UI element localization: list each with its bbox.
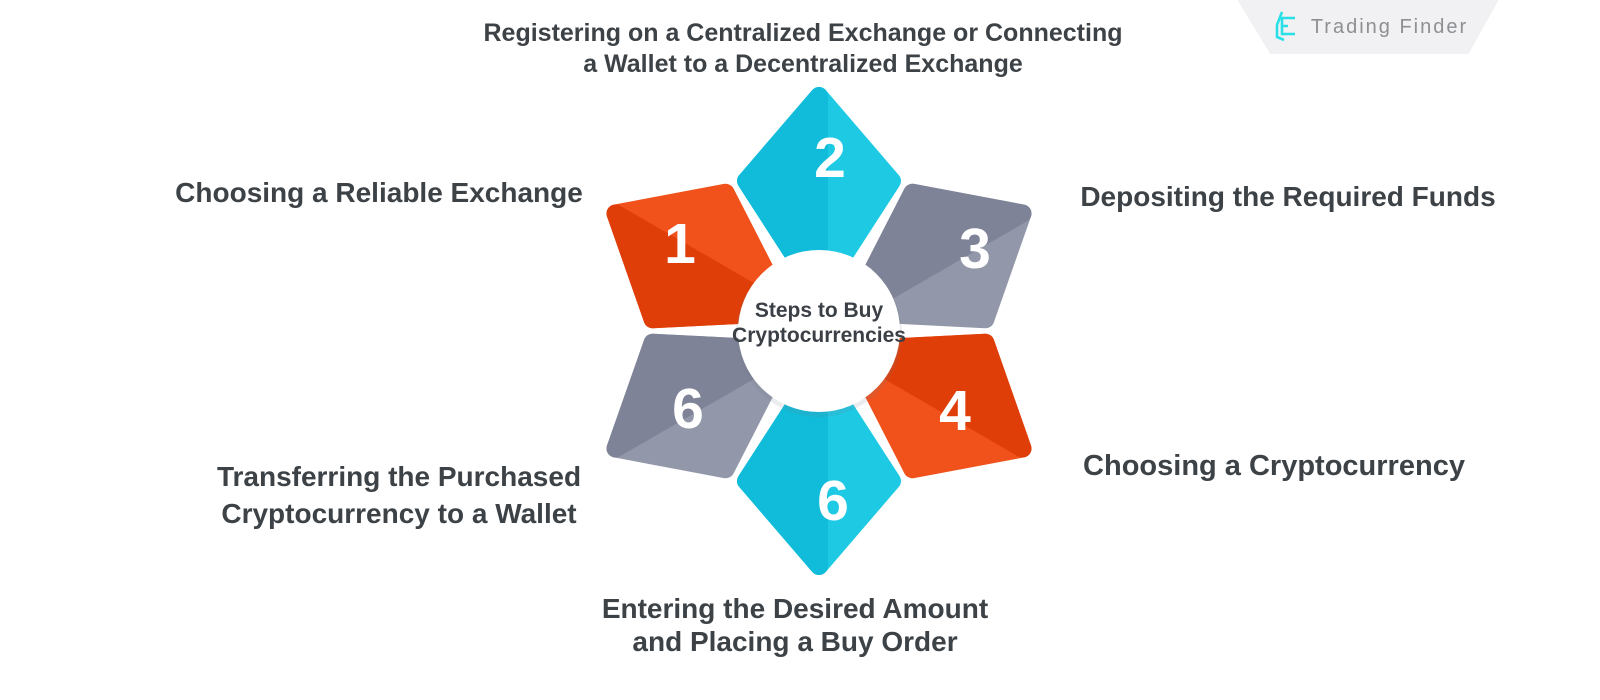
step-number-1: 1 [664, 212, 696, 276]
icon-stroke-left [1275, 11, 1285, 42]
step-number-6: 6 [672, 377, 704, 441]
label-step-6: Transferring the Purchased Cryptocurrenc… [149, 458, 649, 532]
step-number-2: 2 [814, 126, 846, 190]
step-number-bottom: 6 [817, 469, 849, 533]
petal-4-shade [842, 333, 1032, 458]
center-title-line1: Steps to Buy [754, 299, 884, 322]
label-step-4-line1: Choosing a Cryptocurrency [1083, 450, 1465, 482]
label-step-3-line1: Depositing the Required Funds [1080, 181, 1496, 212]
petal-6-shade [606, 333, 796, 458]
label-step-2-line1: Registering on a Centralized Exchange or… [483, 19, 1123, 47]
label-step-1: Choosing a Reliable Exchange [129, 176, 629, 210]
label-step-6-line2: Cryptocurrency to a Wallet [221, 498, 577, 529]
petal-3-shade [842, 183, 1032, 322]
label-step-3: Depositing the Required Funds [1063, 180, 1513, 214]
label-step-6-line1: Transferring the Purchased [216, 461, 582, 492]
label-step-bottom: Entering the Desired Amount and Placing … [545, 592, 1045, 658]
label-step-1-line1: Choosing a Reliable Exchange [175, 177, 583, 208]
petal-step-bottom [737, 359, 901, 575]
label-step-2: Registering on a Centralized Exchange or… [403, 18, 1203, 80]
petal-bottom-shade [737, 359, 828, 575]
label-step-2-line2: a Wallet to a Decentralized Exchange [583, 50, 1023, 78]
label-step-4: Choosing a Cryptocurrency [1064, 449, 1484, 483]
label-step-bottom-line1: Entering the Desired Amount [601, 593, 989, 624]
petal-1-shade [606, 204, 796, 329]
step-number-4: 4 [939, 379, 971, 443]
center-circle [738, 250, 900, 412]
logo-text: Trading Finder [1310, 15, 1469, 38]
trading-finder-icon [1275, 11, 1295, 42]
center-title: Steps to Buy Cryptocurrencies [724, 298, 914, 348]
petal-step-1 [606, 183, 796, 329]
petal-step-3 [842, 183, 1032, 329]
center-title-line2: Cryptocurrencies [732, 324, 906, 347]
trading-finder-banner: Trading Finder [1237, 0, 1499, 54]
petal-2-shade [737, 87, 828, 303]
step-number-3: 3 [959, 217, 991, 281]
label-step-bottom-line2: and Placing a Buy Order [632, 626, 958, 657]
